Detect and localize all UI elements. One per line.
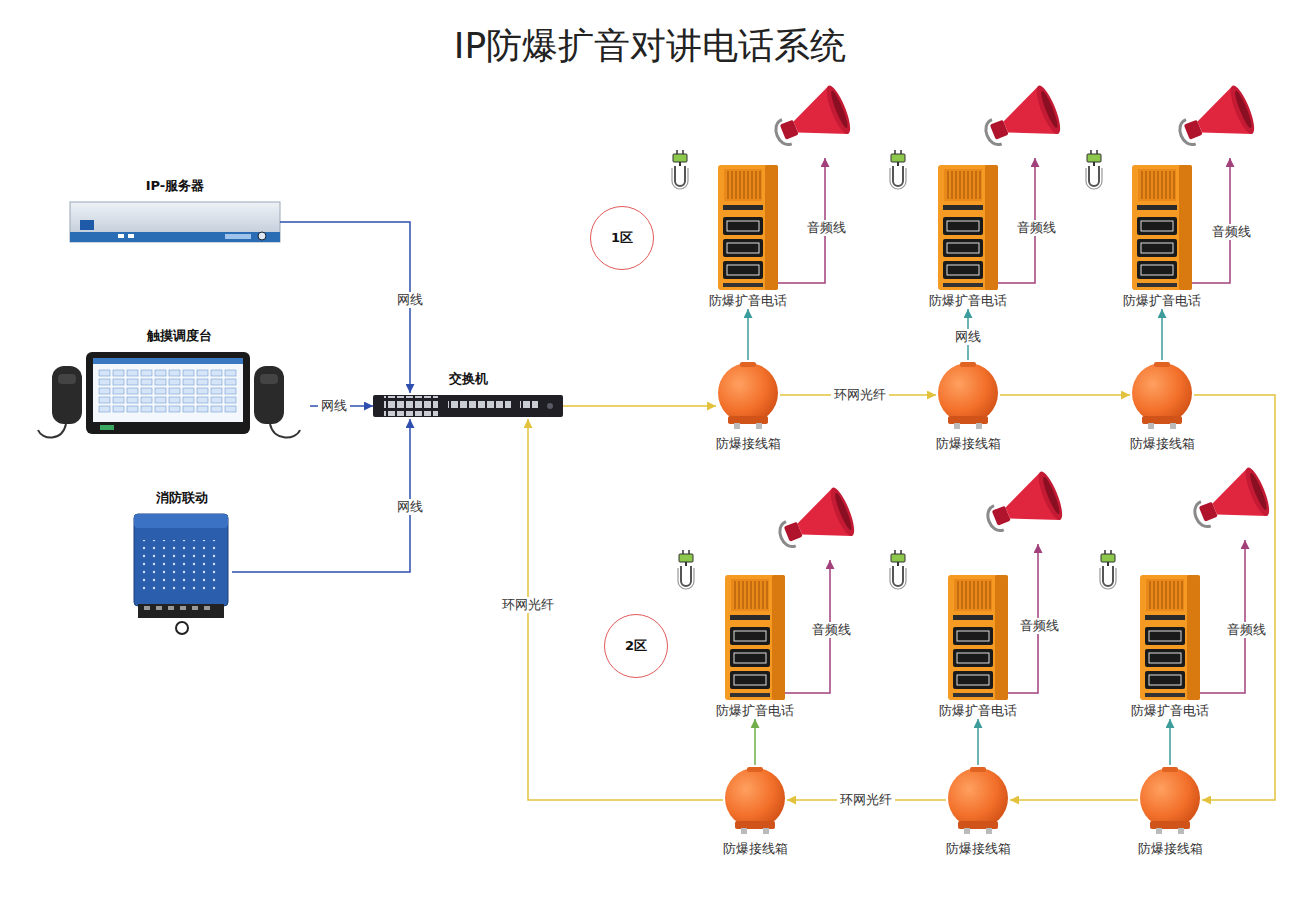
connector bbox=[563, 405, 716, 407]
plug-icon bbox=[1086, 150, 1102, 189]
node-label: 防爆接线箱 bbox=[1138, 841, 1203, 857]
audio-wire bbox=[1200, 540, 1245, 693]
horn-speaker bbox=[977, 83, 1065, 159]
wire-label: 音频线 bbox=[804, 220, 849, 236]
audio-wire bbox=[1192, 158, 1230, 283]
phone-illustration bbox=[938, 165, 998, 290]
connector bbox=[1010, 799, 1138, 801]
horn-speaker bbox=[771, 485, 859, 561]
phone-illustration bbox=[948, 575, 1008, 700]
node-label: 防爆扩音电话 bbox=[929, 293, 1007, 309]
junction-box-illustration bbox=[725, 767, 785, 834]
horn-speaker bbox=[979, 469, 1067, 545]
node-label: 防爆扩音电话 bbox=[939, 703, 1017, 719]
connector bbox=[977, 719, 979, 765]
connector bbox=[1161, 309, 1163, 360]
edge-label: 网线 bbox=[394, 292, 426, 308]
junction-box: 防爆接线箱 bbox=[946, 765, 1010, 835]
node-label: 防爆接线箱 bbox=[716, 436, 781, 452]
explosion-proof-phone: 防爆扩音电话 bbox=[1120, 165, 1204, 309]
junction-box: 防爆接线箱 bbox=[1138, 765, 1202, 835]
connector bbox=[1000, 394, 1130, 396]
edge-label: 网线 bbox=[318, 398, 350, 414]
junction-box-illustration bbox=[1140, 767, 1200, 834]
connector bbox=[280, 222, 410, 393]
node-label: 1区 bbox=[611, 230, 633, 246]
wire-label: 音频线 bbox=[1224, 622, 1269, 638]
connector bbox=[1194, 395, 1275, 800]
plug-icon bbox=[672, 150, 688, 189]
edge-label: 网线 bbox=[394, 499, 426, 515]
node-label: 防爆接线箱 bbox=[946, 841, 1011, 857]
node-label: 交换机 bbox=[449, 371, 488, 387]
fire-module-illustration bbox=[134, 514, 228, 634]
node-label: 防爆扩音电话 bbox=[1123, 293, 1201, 309]
junction-box: 防爆接线箱 bbox=[1130, 360, 1194, 430]
node-label: 防爆扩音电话 bbox=[1131, 703, 1209, 719]
node-label: 防爆扩音电话 bbox=[716, 703, 794, 719]
explosion-proof-phone: 防爆扩音电话 bbox=[936, 575, 1020, 719]
junction-box: 防爆接线箱 bbox=[936, 360, 1000, 430]
phone-illustration bbox=[1132, 165, 1192, 290]
explosion-proof-phone: 防爆扩音电话 bbox=[1128, 575, 1212, 719]
plug-icon bbox=[678, 550, 694, 589]
edge-label: 环网光纤 bbox=[831, 387, 889, 403]
dispatch-console: 触摸调度台 bbox=[48, 350, 310, 438]
node-label: 触摸调度台 bbox=[147, 328, 212, 344]
phone-illustration bbox=[718, 165, 778, 290]
node-label: 防爆接线箱 bbox=[723, 841, 788, 857]
explosion-proof-phone: 防爆扩音电话 bbox=[713, 575, 797, 719]
junction-box-illustration bbox=[948, 767, 1008, 834]
horn-speaker bbox=[1171, 83, 1259, 159]
explosion-proof-phone: 防爆扩音电话 bbox=[706, 165, 790, 309]
connector bbox=[232, 419, 410, 572]
wire-label: 音频线 bbox=[809, 622, 854, 638]
horn-speaker bbox=[1186, 465, 1274, 541]
edge-label: 网线 bbox=[952, 329, 984, 345]
connector bbox=[754, 719, 756, 765]
zone-circle: 1区 bbox=[590, 206, 654, 270]
node-label: 消防联动 bbox=[156, 490, 208, 506]
connector bbox=[1169, 719, 1171, 765]
junction-box-illustration bbox=[718, 362, 778, 429]
node-label: 防爆扩音电话 bbox=[709, 293, 787, 309]
diagram-title: IP防爆扩音对讲电话系统 bbox=[0, 22, 1300, 71]
junction-box: 防爆接线箱 bbox=[723, 765, 787, 835]
node-label: IP-服务器 bbox=[146, 178, 205, 194]
node-label: 防爆接线箱 bbox=[1130, 436, 1195, 452]
network-switch: 交换机 bbox=[373, 393, 563, 419]
junction-box-illustration bbox=[938, 362, 998, 429]
horn-speaker bbox=[767, 83, 855, 159]
junction-box-illustration bbox=[1132, 362, 1192, 429]
server: IP-服务器 bbox=[70, 200, 280, 244]
explosion-proof-phone: 防爆扩音电话 bbox=[926, 165, 1010, 309]
edge-label: 环网光纤 bbox=[837, 792, 895, 808]
phone-illustration bbox=[725, 575, 785, 700]
switch-illustration bbox=[373, 395, 563, 417]
audio-wire bbox=[778, 158, 1245, 693]
node-label: 2区 bbox=[625, 638, 647, 654]
wire-label: 音频线 bbox=[1017, 618, 1062, 634]
connector bbox=[528, 419, 723, 800]
dispatcher-illustration bbox=[38, 352, 300, 438]
wire-label: 音频线 bbox=[1014, 220, 1059, 236]
connector bbox=[747, 309, 749, 360]
node-label: 防爆接线箱 bbox=[936, 436, 1001, 452]
wire-label: 音频线 bbox=[1209, 224, 1254, 240]
edge-label: 环网光纤 bbox=[499, 597, 557, 613]
plug-icon bbox=[890, 550, 906, 589]
fire-linkage: 消防联动 bbox=[132, 512, 232, 632]
zone-circle: 2区 bbox=[604, 614, 668, 678]
junction-box: 防爆接线箱 bbox=[716, 360, 780, 430]
plug-icon bbox=[890, 150, 906, 189]
plug-icon bbox=[1100, 550, 1116, 589]
phone-illustration bbox=[1140, 575, 1200, 700]
server-illustration bbox=[70, 202, 280, 242]
